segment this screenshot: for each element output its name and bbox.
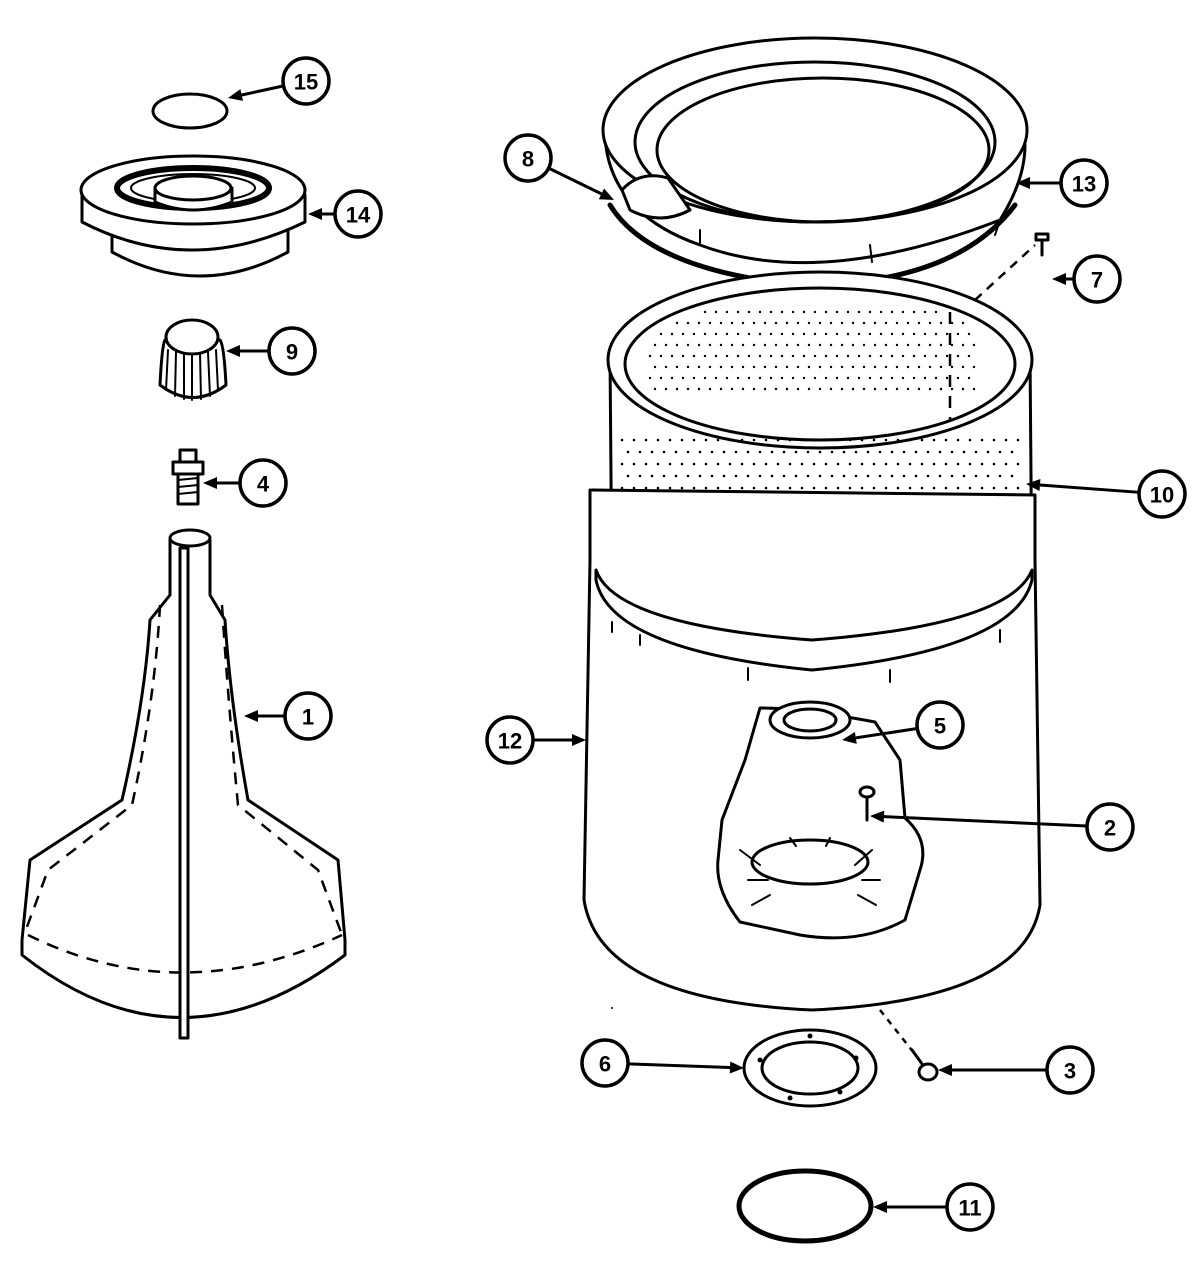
callout-circle xyxy=(281,56,331,106)
callout-4: 4 xyxy=(203,458,288,508)
part-outer-tub xyxy=(582,488,1042,1012)
part-small-screw xyxy=(1034,232,1050,257)
callout-number: 13 xyxy=(1072,172,1096,197)
part-agitator xyxy=(20,528,347,1040)
callout-number: 11 xyxy=(958,1196,981,1221)
part-seal-plate xyxy=(742,1028,878,1108)
callout-arrowhead xyxy=(873,1201,887,1213)
callout-6: 6 xyxy=(580,1038,744,1088)
callout-arrowhead xyxy=(308,208,322,220)
part-cap xyxy=(151,92,229,130)
callout-3: 3 xyxy=(938,1045,1095,1095)
callout-13: 13 xyxy=(1016,158,1109,208)
callout-arrowhead xyxy=(226,345,240,357)
callout-arrowhead xyxy=(842,731,857,744)
part-tub-ring xyxy=(601,36,1029,265)
part-bolt xyxy=(171,448,205,506)
part-knob xyxy=(158,318,228,401)
callout-arrowhead xyxy=(1016,177,1030,189)
callout-arrowhead xyxy=(203,477,217,489)
callout-9: 9 xyxy=(226,326,317,376)
callout-circle xyxy=(1137,469,1187,519)
callout-arrowhead xyxy=(938,1064,952,1076)
callout-arrowhead xyxy=(729,1061,744,1074)
callout-leader-line xyxy=(883,815,1088,828)
callout-11: 11 xyxy=(873,1182,995,1232)
callout-circle xyxy=(1045,1045,1095,1095)
callout-circle xyxy=(915,700,965,750)
callout-number: 2 xyxy=(1104,816,1116,841)
callout-circle xyxy=(580,1038,630,1088)
part-agitator-cap xyxy=(79,154,307,278)
callout-circle xyxy=(1059,158,1109,208)
callout-arrowhead xyxy=(228,89,243,101)
callout-leader-line xyxy=(855,726,918,740)
callout-leader-line xyxy=(548,166,603,196)
callout-arrowhead xyxy=(870,810,885,823)
part-screw xyxy=(858,785,876,822)
callout-circle xyxy=(283,691,333,741)
callout-circle xyxy=(503,133,553,183)
callout-7: 7 xyxy=(1052,254,1122,304)
callout-number: 14 xyxy=(346,203,371,228)
callout-arrowhead xyxy=(1026,479,1041,492)
callout-number: 5 xyxy=(934,714,946,739)
callout-arrowhead xyxy=(1052,273,1066,285)
callout-number: 9 xyxy=(286,340,298,365)
callout-circle xyxy=(945,1182,995,1232)
callout-8: 8 xyxy=(503,133,614,200)
callout-leader-line xyxy=(1039,483,1140,494)
callout-number: 4 xyxy=(257,472,270,497)
callout-number: 15 xyxy=(294,70,318,95)
callout-number: 12 xyxy=(498,729,522,754)
callout-number: 6 xyxy=(599,1052,611,1077)
callout-14: 14 xyxy=(308,189,383,239)
callout-circle xyxy=(485,715,535,765)
callout-number: 7 xyxy=(1091,268,1103,293)
callout-circle xyxy=(1072,254,1122,304)
callout-number: 10 xyxy=(1150,483,1174,508)
callout-number: 1 xyxy=(302,705,314,730)
callout-circle xyxy=(238,458,288,508)
callout-leader-line xyxy=(241,84,284,97)
callout-arrowhead xyxy=(598,188,614,200)
part-belt xyxy=(736,1168,874,1244)
part-hex-bolt xyxy=(879,1009,939,1082)
callout-5: 5 xyxy=(842,700,965,750)
callout-15: 15 xyxy=(228,56,331,106)
callout-circle xyxy=(1085,802,1135,852)
callout-10: 10 xyxy=(1026,469,1187,519)
callout-arrowhead xyxy=(572,734,586,746)
callout-12: 12 xyxy=(485,715,586,765)
callout-leader-line xyxy=(627,1062,731,1069)
callout-2: 2 xyxy=(870,802,1135,852)
callout-number: 3 xyxy=(1064,1059,1076,1084)
callout-circle xyxy=(267,326,317,376)
callout-arrowhead xyxy=(244,710,258,722)
callout-circle xyxy=(333,189,383,239)
callout-number: 8 xyxy=(522,147,534,172)
callout-1: 1 xyxy=(244,691,333,741)
